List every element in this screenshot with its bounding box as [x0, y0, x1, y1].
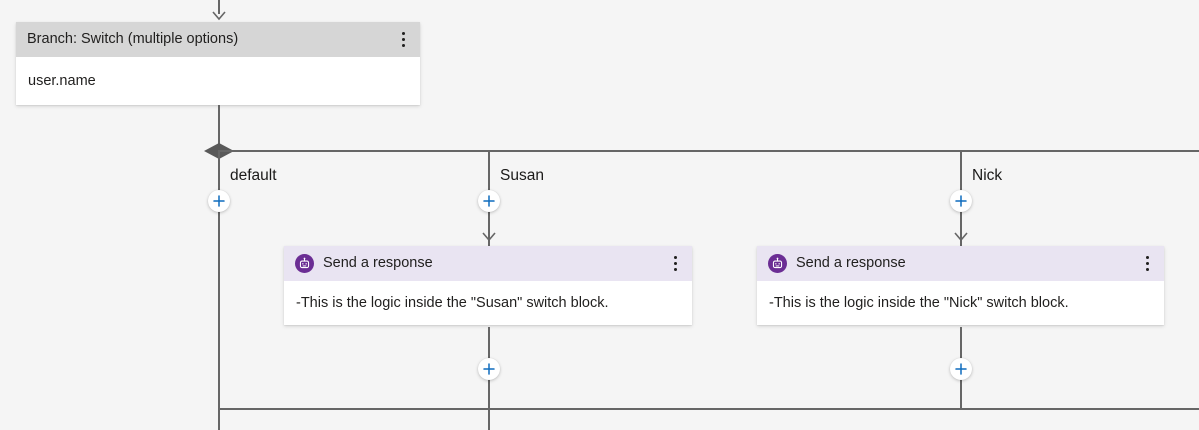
response-node-card-susan[interactable]: Send a response -This is the logic insid… — [284, 246, 692, 325]
branch-rail-top — [218, 150, 1199, 152]
add-step-button-susan-after[interactable] — [478, 358, 500, 380]
response-node-title-susan: Send a response — [323, 256, 433, 271]
connector-into-switch — [218, 0, 220, 14]
add-step-button-nick[interactable] — [950, 190, 972, 212]
more-vertical-icon[interactable] — [1138, 253, 1156, 275]
response-node-body-text-nick: -This is the logic inside the "Nick" swi… — [769, 295, 1069, 311]
response-node-header-susan: Send a response — [284, 246, 692, 281]
arrow-down-icon-nick — [954, 232, 968, 242]
add-step-button-nick-after[interactable] — [950, 358, 972, 380]
plus-icon — [955, 363, 967, 375]
switch-node-title: Branch: Switch (multiple options) — [27, 32, 239, 47]
response-node-card-nick[interactable]: Send a response -This is the logic insid… — [757, 246, 1164, 325]
switch-node-header: Branch: Switch (multiple options) — [16, 22, 420, 57]
add-step-button-default[interactable] — [208, 190, 230, 212]
switch-node-card[interactable]: Branch: Switch (multiple options) user.n… — [16, 22, 420, 105]
arrow-down-icon — [212, 11, 226, 21]
response-node-body-susan[interactable]: -This is the logic inside the "Susan" sw… — [284, 281, 692, 325]
switch-condition-value: user.name — [28, 73, 96, 89]
response-node-body-text-susan: -This is the logic inside the "Susan" sw… — [296, 295, 609, 311]
branch-label-default: default — [230, 167, 277, 184]
plus-icon — [483, 195, 495, 207]
branch-rail-bottom — [218, 408, 1199, 410]
branch-line-default — [218, 150, 220, 430]
arrow-down-icon-susan — [482, 232, 496, 242]
more-vertical-icon[interactable] — [394, 29, 412, 51]
connector-switch-to-diamond — [218, 105, 220, 152]
response-node-title-nick: Send a response — [796, 256, 906, 271]
response-node-header-nick: Send a response — [757, 246, 1164, 281]
more-vertical-icon[interactable] — [666, 253, 684, 275]
switch-condition-field[interactable]: user.name — [16, 57, 420, 105]
add-step-button-susan[interactable] — [478, 190, 500, 212]
bot-icon — [768, 254, 787, 273]
plus-icon — [213, 195, 225, 207]
plus-icon — [483, 363, 495, 375]
branch-label-susan: Susan — [500, 167, 544, 184]
bot-icon — [295, 254, 314, 273]
response-node-body-nick[interactable]: -This is the logic inside the "Nick" swi… — [757, 281, 1164, 325]
plus-icon — [955, 195, 967, 207]
branch-label-nick: Nick — [972, 167, 1003, 184]
